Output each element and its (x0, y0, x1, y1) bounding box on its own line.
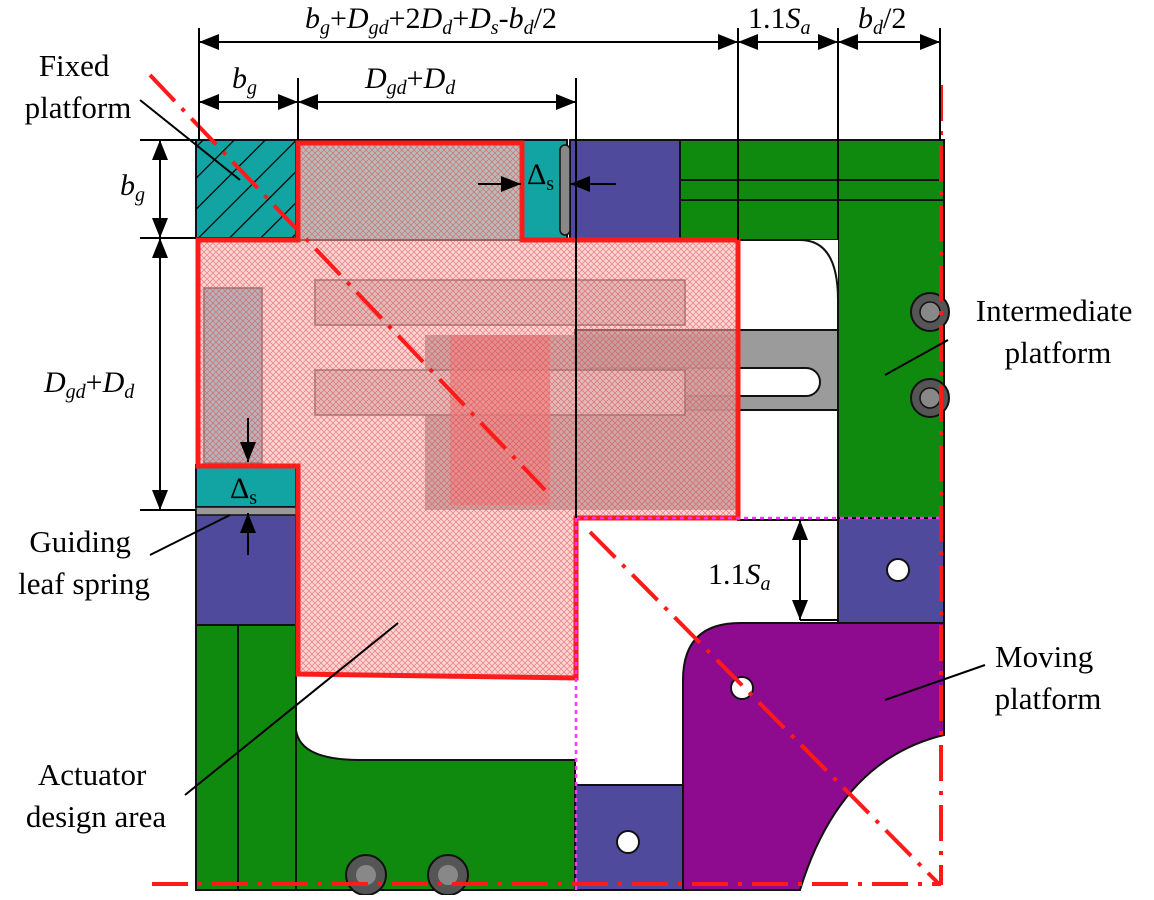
magenta-dotted-guide (574, 516, 944, 890)
dim-second-bg: bg (232, 62, 257, 99)
dim-gap-sa: 1.1Sa (708, 558, 771, 595)
dim-top-bd: bd/2 (858, 2, 906, 39)
dim-second-dgd: Dgd+Dd (364, 62, 456, 99)
navy-blocks (195, 139, 945, 891)
mechanism-body (148, 73, 950, 896)
dim-left-dgd: Dgd+Dd (43, 366, 135, 403)
label-guiding-leaf-spring: Guiding leaf spring (18, 524, 150, 601)
dim-top-sa: 1.1Sa (748, 2, 811, 39)
label-intermediate-platform: Intermediate platform (976, 293, 1140, 370)
dimension-lines (139, 28, 986, 796)
label-actuator-design-area: Actuator design area (26, 757, 167, 834)
label-fixed-platform: Fixed platform (25, 48, 132, 125)
dim-delta-s-top: Δs (527, 158, 554, 195)
dim-delta-s-left: Δs (230, 472, 257, 509)
symmetry-lines (148, 73, 943, 887)
dim-top-total: bg+Dgd+2Dd+Ds-bd/2 (305, 2, 557, 39)
dim-left-bg: bg (120, 169, 145, 206)
label-moving-platform: Moving platform (995, 639, 1102, 716)
